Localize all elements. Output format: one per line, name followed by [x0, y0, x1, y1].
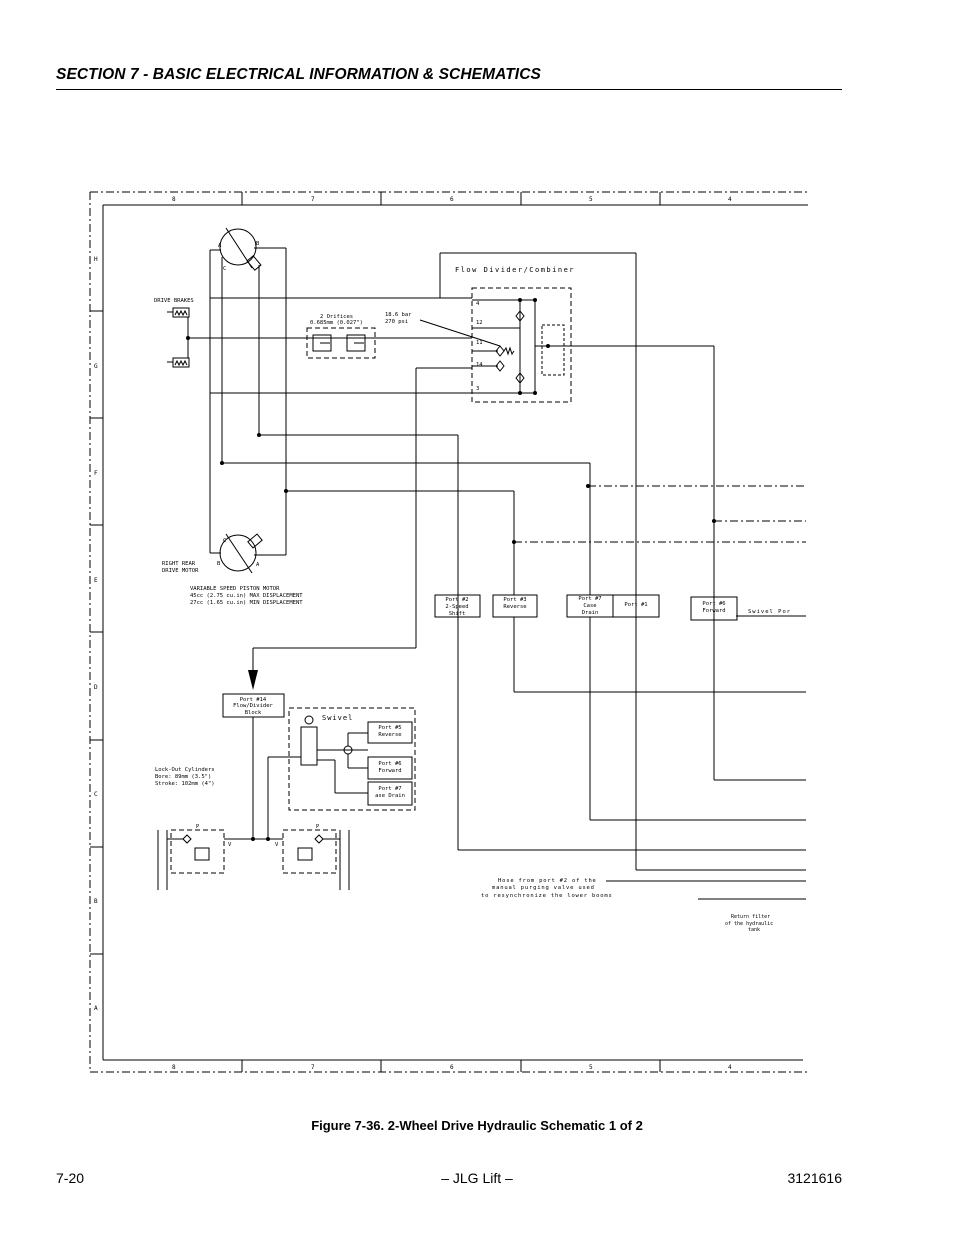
row-label: H: [94, 256, 98, 263]
rear-drive-motor: [209, 392, 472, 574]
lockout-stroke-label: Stroke: 102mm (4"): [155, 781, 215, 787]
port-box-label: Port #7: [378, 786, 401, 792]
port-box-label: Port #2: [445, 597, 468, 603]
port-box-label: Case: [583, 603, 596, 609]
schematic-labels: DRIVE BRAKES 2 Orifices 0.685mm (0.027")…: [154, 241, 791, 933]
motor-port-label: A: [256, 562, 260, 568]
hose-note: to resynchronize the lower booms: [481, 893, 613, 899]
col-label: 7: [311, 196, 315, 203]
orifices-label: 2 Orifices: [320, 314, 353, 320]
motor-port-label: B: [217, 561, 221, 567]
port-box-labels: Port #14 Flow/Divider Block Port #2 2-Sp…: [233, 596, 725, 799]
port-box-label: Reverse: [503, 604, 526, 610]
relief-pressure-psi: 270 psi: [385, 319, 408, 325]
motor-port-label: C: [223, 266, 226, 272]
row-label: E: [94, 577, 98, 584]
row-label: F: [94, 470, 98, 477]
max-displacement-label: 45cc (2.75 cu.in) MAX DISPLACEMENT: [190, 593, 303, 599]
port-lines: [222, 367, 806, 900]
orifices-block: [306, 327, 376, 359]
col-label: 5: [589, 196, 593, 203]
junction-dots: [186, 298, 716, 841]
port-box-label: Reverse: [378, 732, 401, 738]
motor-port-label: B: [256, 241, 260, 247]
row-label: B: [94, 898, 98, 905]
valve-port-label: V: [228, 842, 232, 848]
orifices-size-label: 0.685mm (0.027"): [310, 320, 363, 326]
min-displacement-label: 27cc (1.65 cu.in) MIN DISPLACEMENT: [190, 600, 303, 606]
fd-port-label: 11: [476, 340, 483, 346]
fd-port-label: 3: [476, 386, 479, 392]
drive-brakes: [167, 307, 472, 368]
row-label: C: [94, 791, 98, 798]
swivel-block: [267, 707, 416, 839]
port-box-label: Forward: [702, 608, 725, 614]
fd-port-label: 4: [476, 301, 480, 307]
figure-caption: Figure 7-36. 2-Wheel Drive Hydraulic Sch…: [311, 1118, 643, 1133]
relief-pressure-bar: 18.6 bar: [385, 312, 412, 318]
drive-motor-label: DRIVE MOTOR: [162, 568, 199, 574]
port-box-label: Port #6: [378, 761, 401, 767]
header-rule: [56, 89, 842, 90]
port-box-label: Forward: [378, 768, 401, 774]
port-box-label: Port #5: [378, 725, 401, 731]
row-label: D: [94, 684, 98, 691]
valve-port-label: P: [196, 824, 200, 830]
return-filter-note: tank: [748, 927, 760, 933]
lockout-label: Lock-Out Cylinders: [155, 767, 215, 773]
col-label: 6: [450, 196, 454, 203]
swivel-label: Swivel: [322, 714, 353, 722]
col-label: 8: [172, 196, 176, 203]
drawing-frame: [89, 191, 808, 1073]
section-title: SECTION 7 - BASIC ELECTRICAL INFORMATION…: [56, 66, 541, 83]
return-filter-note: of the hydraulic: [725, 921, 773, 927]
port-box-label: Port #14: [240, 697, 267, 703]
col-label: 5: [589, 1064, 593, 1071]
frame-labels: 8 7 6 5 4 8 7 6 5 4 H G F E D C B A: [94, 196, 732, 1071]
lockout-cylinders: [157, 717, 350, 890]
motor-port-label: A: [218, 243, 222, 249]
return-filter-note: Return filter: [731, 914, 770, 920]
port-box-label: Port #3: [503, 597, 526, 603]
col-label: 8: [172, 1064, 176, 1071]
hose-note: manual purging valve used: [492, 885, 595, 891]
row-label: A: [94, 1005, 98, 1012]
port-box-label: Block: [245, 710, 262, 716]
footer-brand: – JLG Lift –: [441, 1170, 513, 1186]
port-box-label: Drain: [582, 610, 599, 616]
motor-port-label: C: [223, 538, 226, 544]
top-drive-motor: [209, 227, 472, 555]
port-box-label: Shift: [449, 611, 466, 617]
valve-port-label: V: [275, 842, 279, 848]
col-label: 4: [728, 196, 732, 203]
drive-motor-label: RIGHT REAR: [162, 561, 196, 567]
piston-motor-label: VARIABLE SPEED PISTON MOTOR: [190, 586, 280, 592]
drive-brakes-label: DRIVE BRAKES: [154, 298, 194, 304]
col-label: 7: [311, 1064, 315, 1071]
valve-port-label: P: [316, 824, 320, 830]
flow-divider-label: Flow Divider/Combiner: [455, 266, 575, 274]
port-boxes: [222, 594, 738, 718]
document-number: 3121616: [787, 1170, 842, 1186]
port-box-label: Port #6: [702, 601, 725, 607]
page-number: 7-20: [56, 1170, 85, 1186]
hose-note: Hose from port #2 of the: [498, 878, 597, 884]
fd-port-label: 14: [476, 362, 483, 368]
port-box-label: ase Drain: [375, 793, 405, 799]
lockout-bore-label: Bore: 89mm (3.5"): [155, 774, 211, 780]
col-label: 6: [450, 1064, 454, 1071]
col-label: 4: [728, 1064, 732, 1071]
flow-divider-combiner: [419, 252, 715, 870]
port-box-label: Port #1: [624, 602, 647, 608]
fd-port-label: 12: [476, 320, 483, 326]
swivel-port-label: Swivel Por: [748, 609, 791, 615]
port-box-label: Port #7: [578, 596, 601, 602]
port-box-label: 2-Speed: [445, 604, 468, 610]
port-box-label: Flow/Divider: [233, 703, 273, 709]
row-label: G: [94, 363, 98, 370]
